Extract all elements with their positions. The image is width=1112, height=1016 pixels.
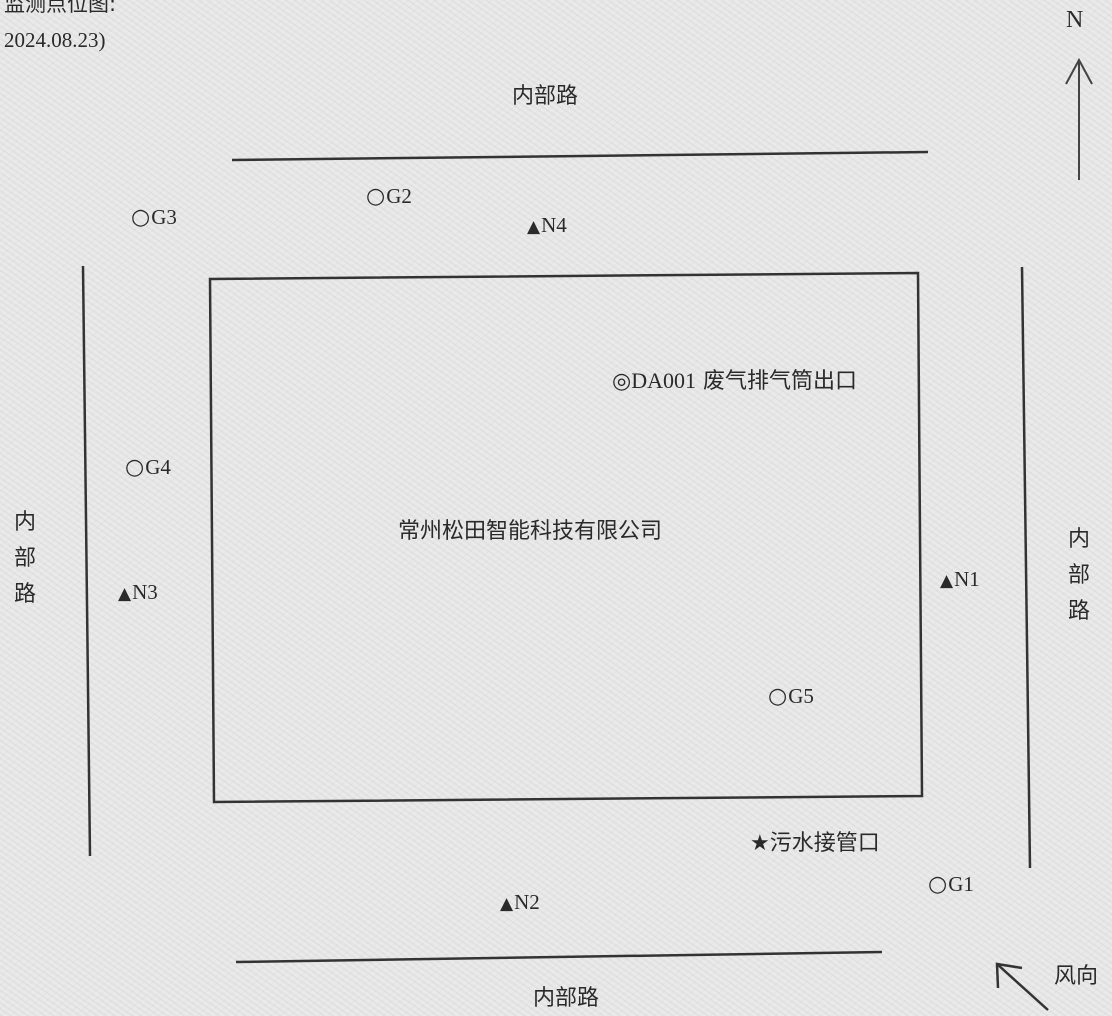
outlet-code: DA001 [631,368,696,393]
right-road-label: 内 部 路 [1067,527,1090,624]
point-G3: ○G3 [131,205,177,230]
circle-icon: ○ [131,205,151,230]
double-circle-icon: ◎ [612,369,632,394]
outlet-description: 废气排气筒出口 [695,369,857,394]
point-N2: ▲N2 [500,890,540,914]
company-name: 常州松田智能科技有限公司 [398,519,663,544]
left-road-label: 内 部 路 [13,510,36,607]
triangle-icon: ▲ [940,571,954,591]
wind-arrow-icon [995,962,1049,1011]
header-date: 2024.08.23) [4,28,106,52]
wind-direction-label: 风向 [1054,964,1099,989]
circle-icon: ○ [768,684,788,709]
top-road-line [231,150,929,162]
bottom-road-line [235,950,883,964]
sewage-label: 污水接管口 [769,831,880,856]
north-arrow-icon [1065,57,1093,180]
circle-icon: ○ [125,455,145,480]
bottom-road-label: 内部路 [533,986,600,1011]
circle-icon: ○ [366,184,386,209]
header-title: 监测点位图: [4,0,117,16]
top-road-label: 内部路 [512,84,579,109]
triangle-icon: ▲ [527,217,541,237]
point-G5: ○G5 [768,684,814,709]
right-road-line [1020,266,1032,869]
circle-icon: ○ [928,872,948,897]
triangle-icon: ▲ [118,584,132,604]
company-boundary [208,271,924,804]
point-G1: ○G1 [928,872,974,897]
star-icon: ★ [750,831,770,856]
sewage-outlet-marker: ★污水接管口 [750,833,880,855]
exhaust-outlet-marker: ◎DA001 废气排气筒出口 [612,370,857,393]
point-N4: ▲N4 [527,213,567,237]
north-label: N [1066,7,1084,33]
point-G4: ○G4 [125,455,171,480]
triangle-icon: ▲ [500,894,514,914]
left-road-line [81,265,92,857]
point-N1: ▲N1 [940,567,980,591]
point-N3: ▲N3 [118,580,158,604]
point-G2: ○G2 [366,184,412,209]
